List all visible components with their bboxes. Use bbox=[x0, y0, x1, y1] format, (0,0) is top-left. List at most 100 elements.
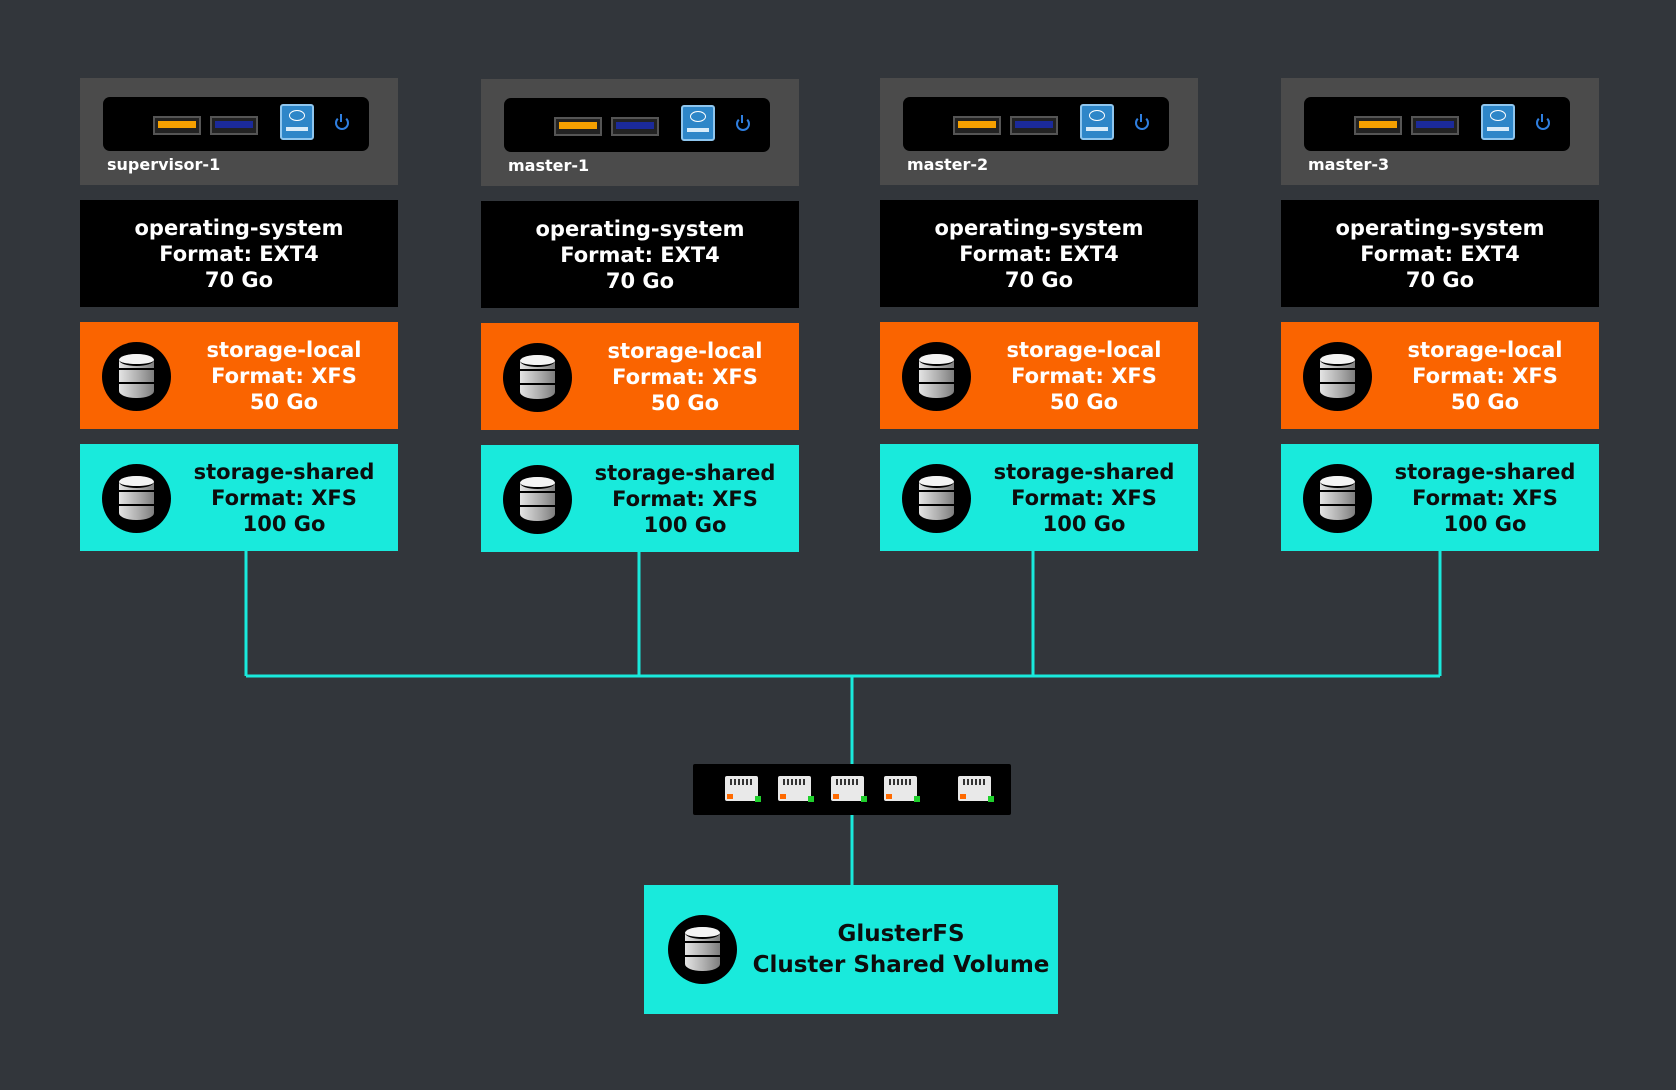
storage-local-partition: storage-local Format: XFS 50 Go bbox=[1281, 322, 1599, 429]
partition-label: operating-system bbox=[1335, 215, 1545, 240]
partition-format: Format: XFS bbox=[612, 486, 758, 511]
usb-port-icon bbox=[953, 116, 1001, 135]
partition-size: 50 Go bbox=[650, 390, 720, 415]
database-disk-icon bbox=[1303, 342, 1372, 411]
ethernet-port-icon bbox=[958, 776, 994, 802]
node-master-2: master-2 operating-system Format: EXT4 7… bbox=[880, 78, 1198, 551]
usb-port-icon bbox=[1411, 116, 1459, 135]
partition-size: 50 Go bbox=[1049, 389, 1119, 414]
processor-badge-icon bbox=[1080, 104, 1114, 140]
partition-label: operating-system bbox=[934, 215, 1144, 240]
storage-local-partition: storage-local Format: XFS 50 Go bbox=[880, 322, 1198, 429]
storage-shared-partition: storage-shared Format: XFS 100 Go bbox=[880, 444, 1198, 551]
partition-label: storage-local bbox=[607, 338, 763, 363]
usb-port-icon bbox=[1010, 116, 1058, 135]
partition-label: storage-shared bbox=[594, 460, 776, 485]
storage-shared-partition: storage-shared Format: XFS 100 Go bbox=[80, 444, 398, 551]
node-master-1: master-1 operating-system Format: EXT4 7… bbox=[481, 79, 799, 552]
storage-shared-partition: storage-shared Format: XFS 100 Go bbox=[1281, 444, 1599, 551]
node-supervisor-1: supervisor-1 operating-system Format: EX… bbox=[80, 78, 398, 551]
network-switch-icon bbox=[693, 764, 1011, 815]
partition-format: Format: EXT4 bbox=[159, 241, 319, 266]
partition-label: storage-shared bbox=[193, 459, 375, 484]
ethernet-port-icon bbox=[831, 776, 867, 802]
ethernet-port-icon bbox=[725, 776, 761, 802]
partition-format: Format: EXT4 bbox=[959, 241, 1119, 266]
host-name: master-1 bbox=[508, 156, 590, 175]
processor-badge-icon bbox=[280, 104, 314, 140]
power-icon bbox=[736, 115, 750, 131]
os-partition: operating-system Format: EXT4 70 Go bbox=[1281, 200, 1599, 307]
host-name: master-3 bbox=[1308, 155, 1390, 174]
host-machine: supervisor-1 bbox=[80, 78, 398, 185]
partition-format: Format: XFS bbox=[1412, 485, 1558, 510]
host-front-panel bbox=[504, 98, 770, 152]
usb-port-icon bbox=[611, 117, 659, 136]
partition-size: 100 Go bbox=[1443, 511, 1527, 536]
partition-label: storage-local bbox=[1407, 337, 1563, 362]
partition-format: Format: XFS bbox=[1412, 363, 1558, 388]
partition-size: 70 Go bbox=[204, 267, 274, 292]
power-icon bbox=[1536, 114, 1550, 130]
database-disk-icon bbox=[1303, 464, 1372, 533]
partition-format: Format: EXT4 bbox=[1360, 241, 1520, 266]
usb-port-icon bbox=[153, 116, 201, 135]
partition-label: storage-shared bbox=[1394, 459, 1576, 484]
partition-label: operating-system bbox=[134, 215, 344, 240]
partition-label: storage-local bbox=[206, 337, 362, 362]
partition-format: Format: XFS bbox=[1011, 485, 1157, 510]
partition-format: Format: EXT4 bbox=[560, 242, 720, 267]
storage-local-partition: storage-local Format: XFS 50 Go bbox=[80, 322, 398, 429]
usb-port-icon bbox=[210, 116, 258, 135]
partition-format: Format: XFS bbox=[211, 485, 357, 510]
processor-badge-icon bbox=[1481, 104, 1515, 140]
storage-local-partition: storage-local Format: XFS 50 Go bbox=[481, 323, 799, 430]
cluster-title: GlusterFS bbox=[837, 920, 965, 947]
partition-label: operating-system bbox=[535, 216, 745, 241]
processor-badge-icon bbox=[681, 105, 715, 141]
ethernet-port-icon bbox=[884, 776, 920, 802]
partition-size: 70 Go bbox=[1004, 267, 1074, 292]
os-partition: operating-system Format: EXT4 70 Go bbox=[80, 200, 398, 307]
glusterfs-cluster-volume: GlusterFS Cluster Shared Volume bbox=[644, 885, 1058, 1014]
power-icon bbox=[1135, 114, 1149, 130]
host-machine: master-3 bbox=[1281, 78, 1599, 185]
partition-label: storage-shared bbox=[993, 459, 1175, 484]
database-disk-icon bbox=[902, 342, 971, 411]
partition-format: Format: XFS bbox=[1011, 363, 1157, 388]
usb-port-icon bbox=[554, 117, 602, 136]
storage-shared-partition: storage-shared Format: XFS 100 Go bbox=[481, 445, 799, 552]
partition-size: 100 Go bbox=[643, 512, 727, 537]
host-name: master-2 bbox=[907, 155, 989, 174]
database-disk-icon bbox=[102, 342, 171, 411]
database-disk-icon bbox=[668, 915, 737, 984]
database-disk-icon bbox=[102, 464, 171, 533]
partition-format: Format: XFS bbox=[211, 363, 357, 388]
host-machine: master-1 bbox=[481, 79, 799, 186]
host-front-panel bbox=[903, 97, 1169, 151]
database-disk-icon bbox=[902, 464, 971, 533]
node-master-3: master-3 operating-system Format: EXT4 7… bbox=[1281, 78, 1599, 551]
ethernet-port-icon bbox=[778, 776, 814, 802]
partition-size: 50 Go bbox=[249, 389, 319, 414]
usb-port-icon bbox=[1354, 116, 1402, 135]
host-front-panel bbox=[103, 97, 369, 151]
os-partition: operating-system Format: EXT4 70 Go bbox=[481, 201, 799, 308]
partition-size: 50 Go bbox=[1450, 389, 1520, 414]
database-disk-icon bbox=[503, 465, 572, 534]
partition-size: 70 Go bbox=[1405, 267, 1475, 292]
host-front-panel bbox=[1304, 97, 1570, 151]
host-name: supervisor-1 bbox=[107, 155, 221, 174]
partition-format: Format: XFS bbox=[612, 364, 758, 389]
power-icon bbox=[335, 114, 349, 130]
cluster-subtitle: Cluster Shared Volume bbox=[752, 951, 1050, 978]
partition-size: 100 Go bbox=[242, 511, 326, 536]
database-disk-icon bbox=[503, 343, 572, 412]
partition-label: storage-local bbox=[1006, 337, 1162, 362]
host-machine: master-2 bbox=[880, 78, 1198, 185]
partition-size: 70 Go bbox=[605, 268, 675, 293]
partition-size: 100 Go bbox=[1042, 511, 1126, 536]
os-partition: operating-system Format: EXT4 70 Go bbox=[880, 200, 1198, 307]
